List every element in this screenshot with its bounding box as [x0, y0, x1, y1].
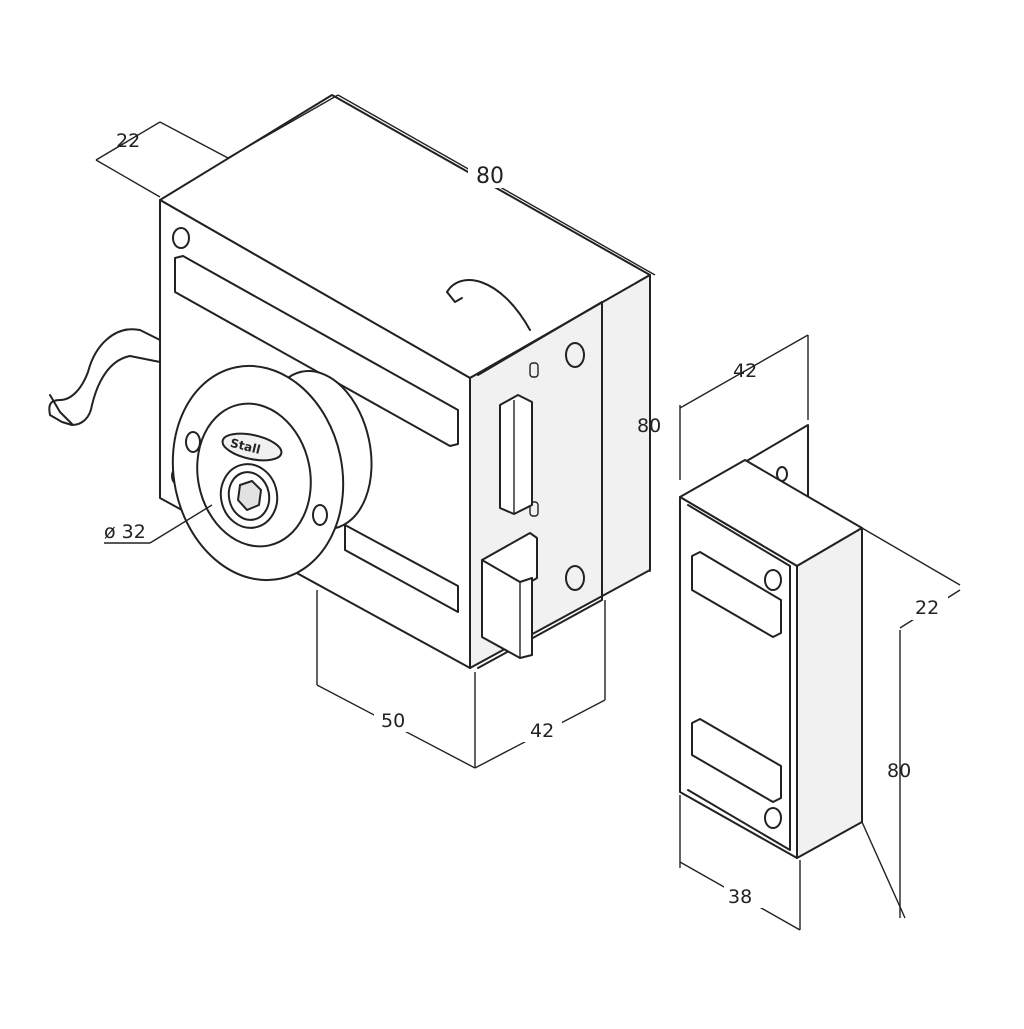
label-bg-k22 — [908, 594, 948, 620]
forend-hole-bottom — [565, 565, 585, 591]
brand-badge — [221, 432, 283, 462]
rose-hole-right — [312, 504, 328, 526]
dim-lock-side-height: 80 — [637, 415, 661, 437]
keeper-slot-top — [691, 551, 782, 638]
forend-plate-edge — [477, 301, 603, 669]
keeper-hole-top — [764, 569, 782, 591]
dim-keeper-bottom-width: 38 — [728, 886, 752, 908]
front-groove-top — [174, 255, 459, 447]
dim-keeper-side-height: 80 — [887, 760, 911, 782]
cylinder-rose — [171, 364, 345, 582]
front-groove-bottom — [344, 524, 459, 613]
dim-keeper-top-width-line — [679, 334, 809, 409]
dim-cylinder-diameter: ø 32 — [104, 521, 146, 543]
dim-keeper-side-depth: 22 — [915, 597, 939, 619]
thumb-turn-handle — [48, 328, 161, 426]
forend-hole-top — [565, 342, 585, 368]
label-bg-50 — [374, 706, 414, 732]
rim-lock-body: Stall — [48, 94, 651, 669]
ext-22-a — [95, 159, 161, 198]
ext-80-a — [227, 94, 339, 159]
mount-hole-top-left — [172, 227, 190, 249]
rear-roller — [446, 279, 531, 331]
thumb-turn-tip — [49, 394, 73, 425]
cylinder-rose-inner — [196, 402, 312, 548]
label-bg-80 — [468, 160, 512, 188]
dimension-labels: 22 80 80 ø 32 50 42 42 22 80 38 — [104, 130, 948, 908]
dim-keeper-top-width: 42 — [733, 360, 757, 382]
keeper-hole-bottom — [764, 807, 782, 829]
latch-bolt — [499, 394, 533, 515]
rear-roller-notch — [446, 291, 463, 303]
dim-lock-bottom-depth: 42 — [530, 720, 554, 742]
forend-screw-top — [529, 362, 539, 378]
dim-lock-bottom-width: 50 — [381, 710, 405, 732]
keeper — [679, 424, 863, 859]
label-bg-38 — [724, 882, 764, 908]
ext-22-b — [159, 121, 229, 159]
ext-k80-b — [861, 821, 906, 919]
keeper-slot-bottom — [691, 718, 782, 803]
ext-k22-a — [861, 527, 961, 586]
forend-screw-bottom — [529, 501, 539, 517]
dim-lock-top-depth-line — [95, 121, 161, 161]
keeper-front-inset — [687, 504, 791, 851]
label-bg-42 — [522, 716, 562, 742]
keyway-icon — [237, 480, 262, 511]
dim-lock-top-length: 80 — [476, 164, 504, 189]
dim-cylinder-leader-d — [149, 504, 213, 544]
key-cylinder-inner — [227, 471, 271, 521]
key-cylinder — [219, 463, 279, 529]
rose-hole-left — [185, 431, 201, 453]
keeper-side-face — [796, 527, 863, 859]
dim-lock-top-depth: 22 — [116, 130, 140, 152]
